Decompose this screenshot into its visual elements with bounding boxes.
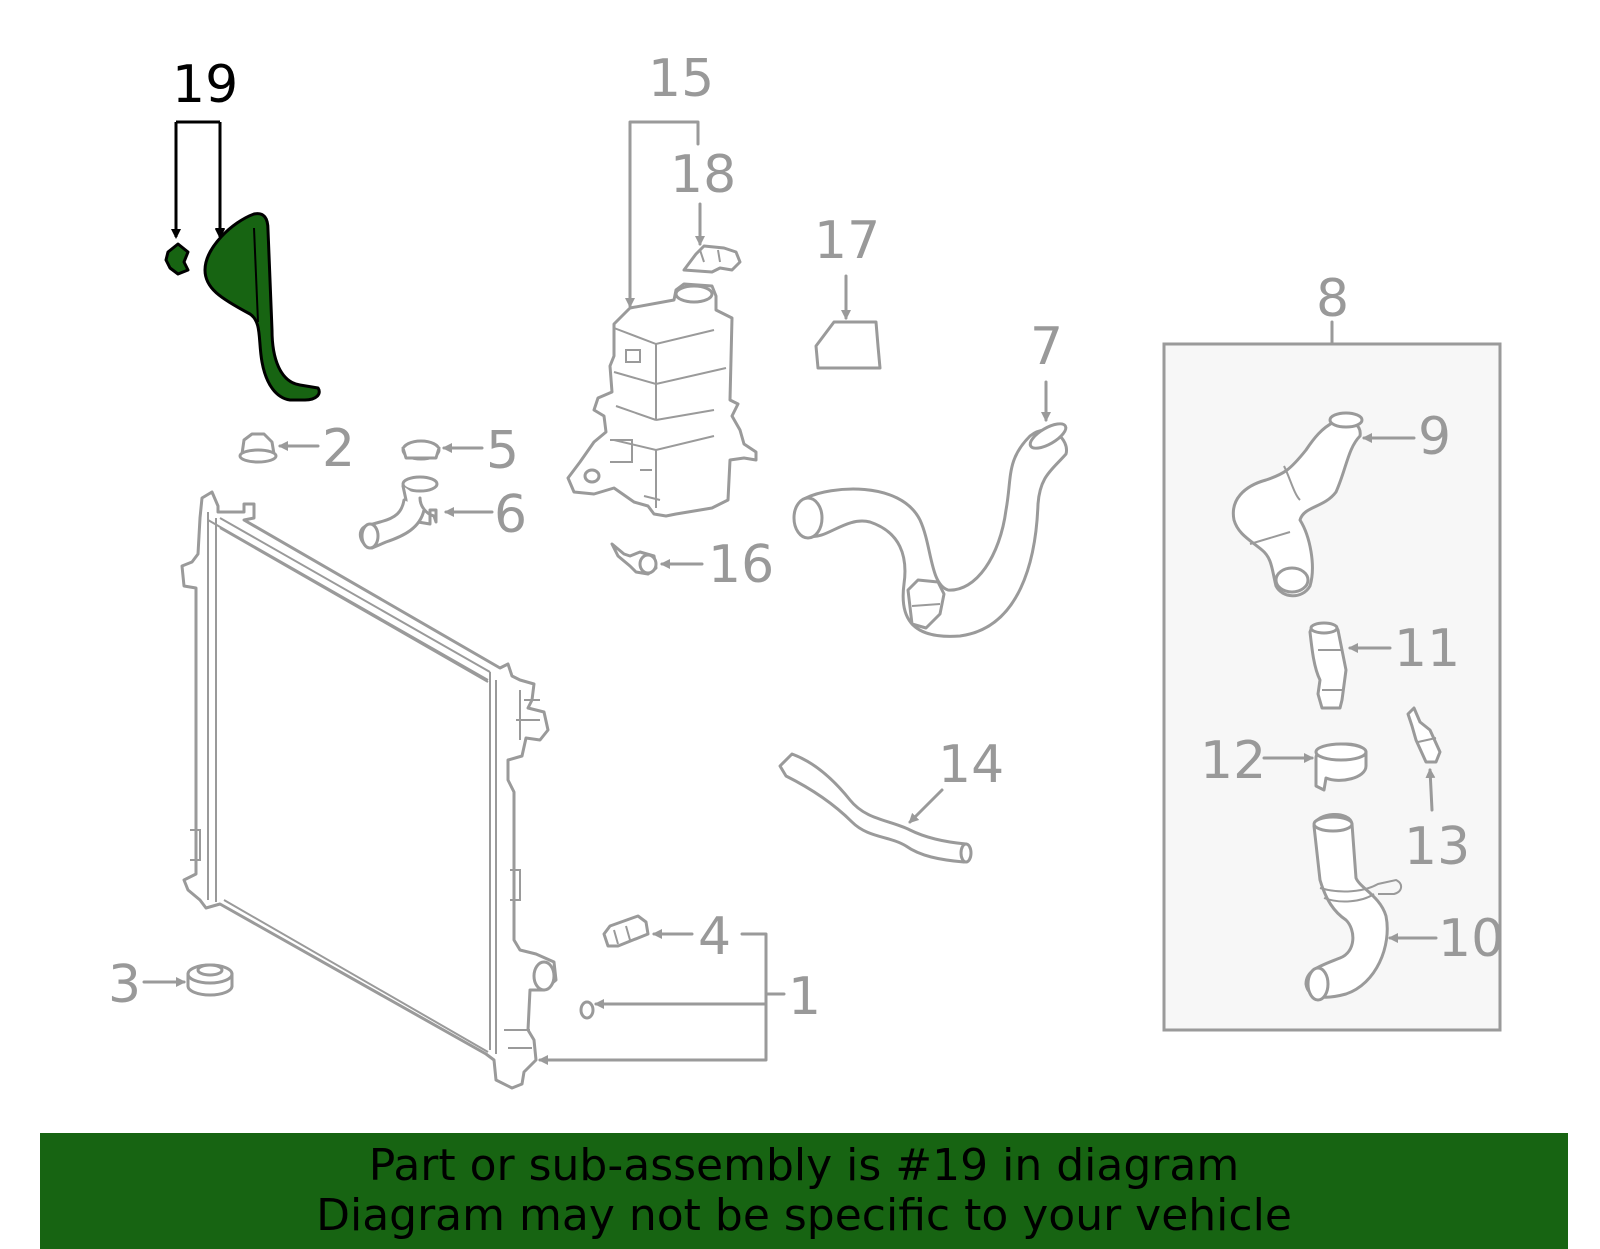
callout-15-leader [625, 120, 700, 308]
callout-9: 9 [1418, 407, 1451, 467]
part-1-oring[interactable] [579, 1000, 595, 1020]
part-11-hose[interactable] [1308, 621, 1348, 710]
callout-4: 4 [698, 907, 731, 967]
callout-10: 10 [1438, 909, 1504, 969]
callout-13: 13 [1404, 817, 1470, 877]
callout-2: 2 [322, 419, 355, 479]
part-13-sensor[interactable] [1406, 706, 1442, 764]
callout-1-leader-a [538, 932, 768, 1065]
part-2-clip[interactable] [238, 432, 278, 464]
callout-16: 16 [708, 535, 774, 595]
banner-line-1: Part or sub-assembly is #19 in diagram [368, 1140, 1240, 1191]
part-4-drain-plug[interactable] [602, 914, 650, 948]
part-6-filler-neck[interactable] [358, 475, 439, 550]
part-15-reservoir[interactable] [566, 282, 758, 518]
callout-13-leader [1425, 768, 1436, 812]
part-19-clip[interactable] [164, 242, 190, 276]
part-5-cap[interactable] [401, 439, 441, 461]
part-17-label[interactable] [814, 320, 882, 370]
part-18-level-sensor[interactable] [682, 244, 742, 274]
part-1-radiator[interactable] [180, 490, 558, 1090]
callout-11: 11 [1394, 619, 1460, 679]
callout-14: 14 [938, 735, 1004, 795]
part-16-bolt[interactable] [610, 542, 658, 576]
part-19-deflector[interactable] [203, 212, 321, 402]
callout-12: 12 [1200, 731, 1266, 791]
part-9-hose[interactable] [1231, 411, 1364, 598]
callout-5: 5 [486, 421, 519, 481]
callout-6: 6 [494, 485, 527, 545]
banner-line-2: Diagram may not be specific to your vehi… [316, 1190, 1292, 1241]
callout-14-leader [908, 788, 944, 824]
callout-7: 7 [1030, 317, 1063, 377]
callout-19-leader [171, 120, 220, 237]
part-10-hose[interactable] [1304, 813, 1402, 1002]
part-7-upper-hose[interactable] [792, 419, 1069, 638]
callout-19: 19 [172, 55, 238, 115]
callout-1: 1 [788, 967, 821, 1027]
callout-3: 3 [108, 955, 141, 1015]
info-banner: Part or sub-assembly is #19 in diagram D… [40, 1133, 1568, 1249]
callout-15: 15 [648, 49, 714, 109]
part-14-hose[interactable] [778, 752, 973, 864]
callout-8: 8 [1316, 269, 1349, 329]
callout-17: 17 [814, 211, 880, 271]
part-3-mount[interactable] [186, 963, 234, 997]
part-12-clamp[interactable] [1314, 742, 1368, 792]
callout-18: 18 [670, 145, 736, 205]
